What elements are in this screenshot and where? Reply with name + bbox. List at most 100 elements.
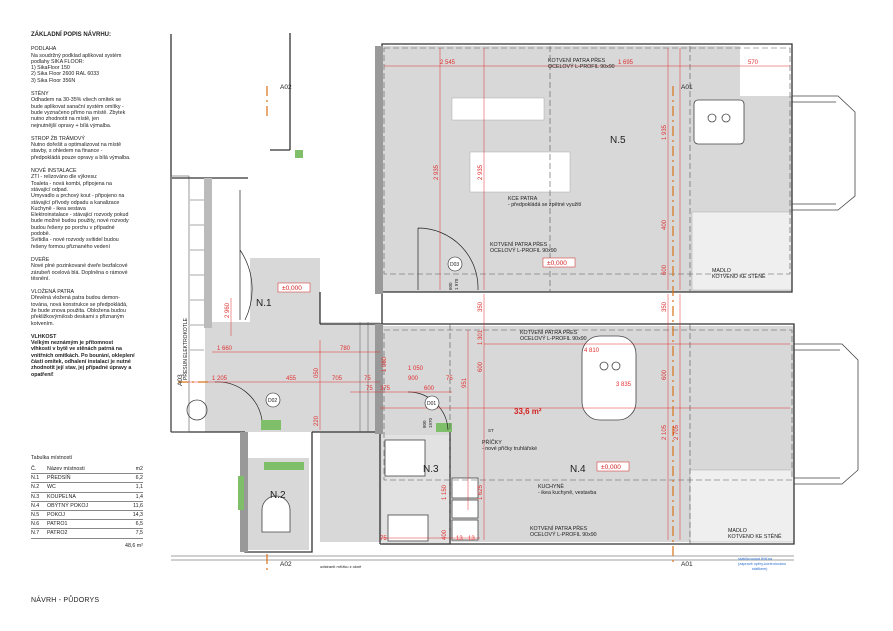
- annot-kotveni-3: KOTVENÍ PATRA PŘES: [520, 328, 578, 336]
- dim-top-1: 1 695: [618, 60, 634, 66]
- n4-table: [581, 335, 637, 421]
- annot-kce-2: - předpokládá se zpětné využití: [508, 202, 582, 208]
- notes-section-body: Dřevěná vložená patra budou demon- tován…: [31, 295, 128, 327]
- n4-dot-1: [599, 361, 609, 371]
- door-dim-2: 800: [422, 420, 427, 428]
- dim-n5-0: 2 935: [434, 164, 440, 180]
- room-n1-floor-upper: [250, 258, 320, 328]
- dim-n1-19: 220: [314, 415, 320, 426]
- header-area: m2: [123, 465, 143, 475]
- n4-storage: [689, 469, 795, 543]
- room-fills: [205, 46, 795, 550]
- green-door-5: [295, 150, 303, 158]
- room-area: 11,6: [123, 501, 143, 511]
- notes-section-heading: VLOŽENÁ PATRA: [31, 289, 75, 296]
- notes-title: ZÁKLADNÍ POPIS NÁVRHU:: [31, 32, 112, 38]
- annot-kuchyne-1: KUCHYNĚ: [538, 482, 564, 490]
- dim-mid-5: 2 705: [674, 424, 680, 440]
- room-label-n1: N.1: [256, 298, 272, 309]
- room-name: KOUPELNA: [47, 492, 124, 502]
- dim-bottom-2: 400: [442, 529, 448, 540]
- dim-n1-14: 75: [366, 386, 373, 392]
- annot-pricky-1: PŘÍČKY: [482, 438, 502, 446]
- door-dim-3: 1970: [428, 417, 433, 428]
- kitchen-unit-2: [451, 499, 479, 519]
- dim-bottom-4: 13: [468, 536, 475, 542]
- dim-mid-3: 600: [662, 369, 668, 380]
- room-area: 6,5: [123, 519, 143, 530]
- annot-kuchyne-2: - ikea kuchyně, vestavba: [538, 490, 596, 496]
- dim-n1-4: 050: [314, 367, 320, 378]
- room-table: Tabulka místností Č. Název místnosti m2 …: [31, 455, 143, 549]
- dim-n1-3: 455: [286, 376, 297, 382]
- window-lines: [792, 101, 840, 479]
- annot-profil-1: OCELOVÝ L-PROFIL 90x90: [548, 63, 615, 70]
- dim-n1-6: 75: [364, 376, 371, 382]
- kitchen-unit-3: [451, 519, 479, 541]
- annot-kotveni-2: KOTVENÍ PATRA PŘES: [490, 240, 548, 248]
- room-area: 14,3: [123, 510, 143, 521]
- level-markers: ±0,000 ±0,000 ±0,000: [277, 257, 630, 472]
- room-name: PATRO2: [47, 528, 124, 539]
- door-swing-entry: [239, 190, 253, 321]
- dim-n5-1: 2 935: [478, 164, 484, 180]
- area-label: 33,6 m²: [514, 407, 542, 416]
- annot-window: odstranit mřížku z okně: [320, 564, 362, 569]
- section-mark-a03: A03: [177, 374, 184, 386]
- section-mark-a01-top: A01: [681, 84, 693, 91]
- drawing-title: NÁVRH - PŮDORYS: [31, 597, 100, 604]
- notes-section-heading: STĚNY: [31, 91, 49, 98]
- n5-bed-lower: [469, 151, 571, 193]
- dim-n1-10: 900: [408, 376, 419, 382]
- wc-bowl: [261, 495, 291, 533]
- dim-top-2: 570: [748, 60, 759, 66]
- dim-mid-4: 2 105: [662, 424, 668, 440]
- dim-n1-0: 2 960: [225, 302, 231, 318]
- section-marks: A02 A02 A01 A01 A03: [177, 84, 693, 568]
- annot-madlo-3: MADLO: [728, 528, 747, 534]
- door-tag-d02-circle: [265, 392, 281, 408]
- room-no: N.6: [31, 519, 47, 530]
- dim-n1-2: 1 205: [212, 376, 228, 382]
- room-label-n5: N.5: [610, 135, 626, 146]
- door-tag-d03-circle: [447, 256, 463, 272]
- door-swing-d02: [214, 381, 263, 421]
- dim-bottom-3: 13: [456, 536, 463, 542]
- dim-n1-15: 951: [462, 377, 468, 388]
- notes-section-body: ZTI - relizováno dle výkresu: Toaleta - …: [31, 174, 129, 250]
- green-door-4: [238, 476, 244, 510]
- green-door-1: [261, 420, 281, 430]
- dim-n1-12: 375: [380, 386, 391, 392]
- wall-label: PŘESUN ELEKTROKOTLE: [181, 317, 189, 380]
- n5-table: [693, 99, 745, 145]
- notes-section-body: Velkým neznámým je přítomnost vlhkosti v…: [31, 340, 135, 378]
- room-label-n3: N.3: [423, 464, 439, 475]
- annot-pricky-2: - nové příčky truhlářské: [482, 446, 537, 452]
- green-doors: [238, 150, 452, 510]
- annot-madlo-2: KOTVENO KE STĚNĚ: [712, 272, 766, 280]
- dim-n1-16: 1 301: [478, 329, 484, 345]
- section-mark-a02-bottom: A02: [280, 561, 292, 568]
- notes-section-heading: VLHKOST: [31, 333, 57, 340]
- column-n5: [375, 46, 383, 294]
- section-mark-a02-top: A02: [280, 84, 292, 91]
- annot-kotveni-4: KOTVENÍ PATRA PŘES: [530, 524, 588, 532]
- dim-n1-1: 1 660: [217, 346, 233, 352]
- room-table-total: 48,6 m²: [125, 542, 143, 549]
- annot-blue-2: (zapravit opěry-kontrolováno: [738, 562, 786, 566]
- annot-blue-1: stabilizovaná tříšťna: [738, 557, 773, 561]
- dim-mid-2: 600: [478, 361, 484, 372]
- room-label-n2: N.2: [270, 490, 286, 501]
- door-swing-d03: [417, 227, 479, 291]
- stair-lines: [190, 199, 369, 432]
- header-no: Č.: [31, 465, 47, 475]
